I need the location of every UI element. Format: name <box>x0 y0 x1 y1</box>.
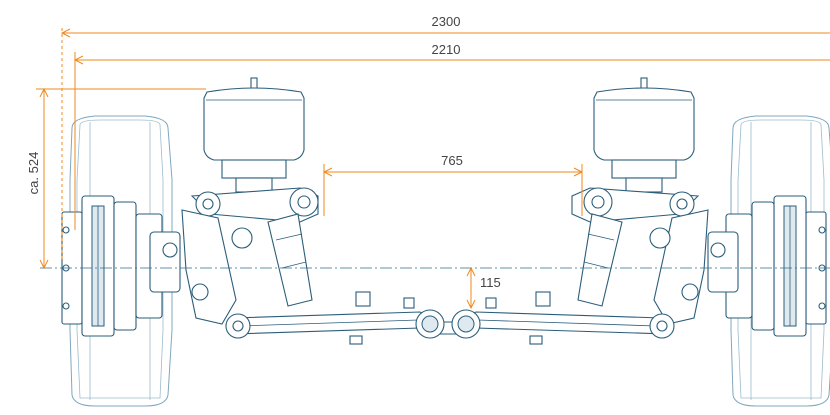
dimension-2300-label: 2300 <box>432 14 461 29</box>
dimension-115: 115 <box>466 266 501 310</box>
dimension-765: 765 <box>322 153 584 216</box>
left-knuckle <box>181 209 253 325</box>
left-shock-absorber <box>267 213 313 307</box>
dimension-2210-label: 2210 <box>432 42 461 57</box>
left-air-spring <box>203 77 305 193</box>
dimension-765-label: 765 <box>441 153 463 168</box>
dimension-524: ca. 524 <box>26 87 206 270</box>
dimension-2300: 2300 <box>60 14 830 262</box>
right-wheel-hub <box>707 195 827 337</box>
right-shock-absorber <box>577 213 623 307</box>
lower-beam <box>225 291 675 345</box>
dimension-2210: 2210 <box>73 42 830 230</box>
left-wheel-hub <box>61 195 181 337</box>
dimension-115-label: 115 <box>480 275 501 290</box>
right-air-spring <box>593 77 695 193</box>
right-knuckle <box>649 209 709 325</box>
dimension-524-label: ca. 524 <box>26 152 41 195</box>
right-upper-arm <box>571 187 700 223</box>
left-upper-arm <box>190 187 319 223</box>
